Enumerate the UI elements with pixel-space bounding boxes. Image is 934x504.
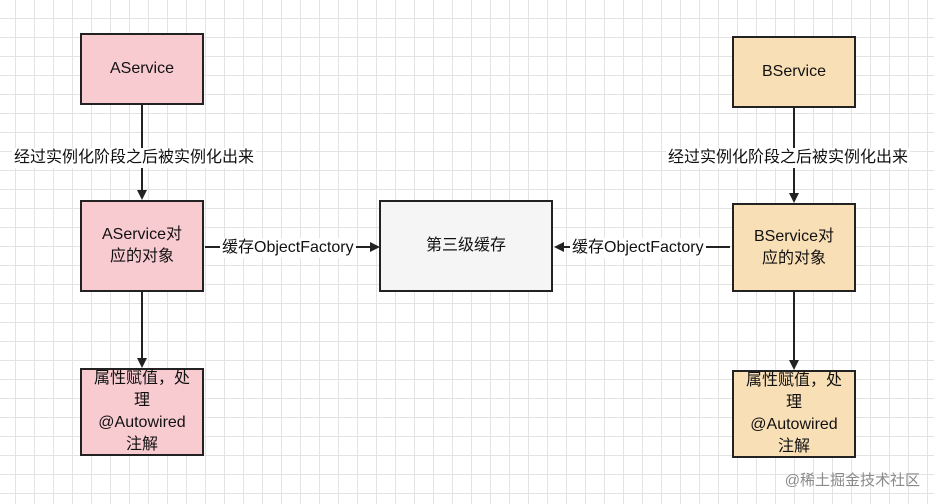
node-b-props-label: 属性赋值，处理@Autowired注解: [745, 372, 842, 455]
edge-label-b-instantiate: 经过实例化阶段之后被实例化出来: [666, 148, 911, 168]
node-b-service: BService: [732, 36, 856, 108]
node-a-service: AService: [80, 33, 204, 105]
node-a-object-label: AService对应的对象: [101, 226, 183, 265]
node-a-props-label: 属性赋值，处理@Autowired注解: [93, 370, 190, 453]
node-third-cache-label: 第三级缓存: [425, 237, 506, 254]
node-third-cache: 第三级缓存: [379, 200, 553, 292]
edge-label-a-instantiate: 经过实例化阶段之后被实例化出来: [12, 148, 257, 168]
node-a-object: AService对应的对象: [80, 200, 204, 292]
node-a-props: 属性赋值，处理@Autowired注解: [80, 368, 204, 456]
edge-label-b-cache: 缓存ObjectFactory: [570, 238, 706, 258]
edge-label-a-cache: 缓存ObjectFactory: [220, 238, 356, 258]
node-a-service-label: AService: [109, 60, 175, 77]
node-b-object: BService对应的对象: [732, 203, 856, 292]
node-b-service-label: BService: [761, 63, 827, 80]
watermark: @稀土掘金技术社区: [784, 472, 920, 489]
node-b-object-label: BService对应的对象: [753, 227, 835, 267]
node-b-props: 属性赋值，处理@Autowired注解: [732, 370, 856, 458]
